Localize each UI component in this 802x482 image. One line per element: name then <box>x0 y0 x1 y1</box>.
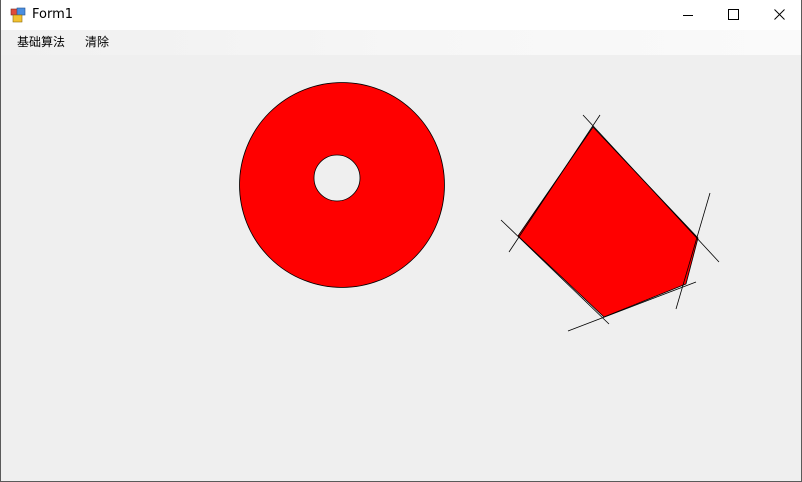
maximize-icon <box>728 9 739 20</box>
minimize-icon <box>683 15 693 16</box>
window-title: Form1 <box>32 7 74 22</box>
minimize-button[interactable] <box>665 0 711 30</box>
drawing-area[interactable] <box>1 55 801 480</box>
app-icon <box>10 7 26 23</box>
title-bar[interactable]: Form1 <box>1 0 801 30</box>
maximize-button[interactable] <box>711 0 757 30</box>
menu-item-basic-algorithms[interactable]: 基础算法 <box>17 35 66 49</box>
red-pentagon-shape <box>517 126 699 318</box>
menu-bar: 基础算法 清除 <box>1 30 801 55</box>
menu-item-clear[interactable]: 清除 <box>85 35 110 49</box>
drawing-canvas <box>239 82 720 332</box>
pentagon-edge-lines <box>500 114 720 332</box>
close-icon <box>774 9 785 20</box>
close-button[interactable] <box>757 0 802 30</box>
red-ring-shape <box>239 82 445 288</box>
